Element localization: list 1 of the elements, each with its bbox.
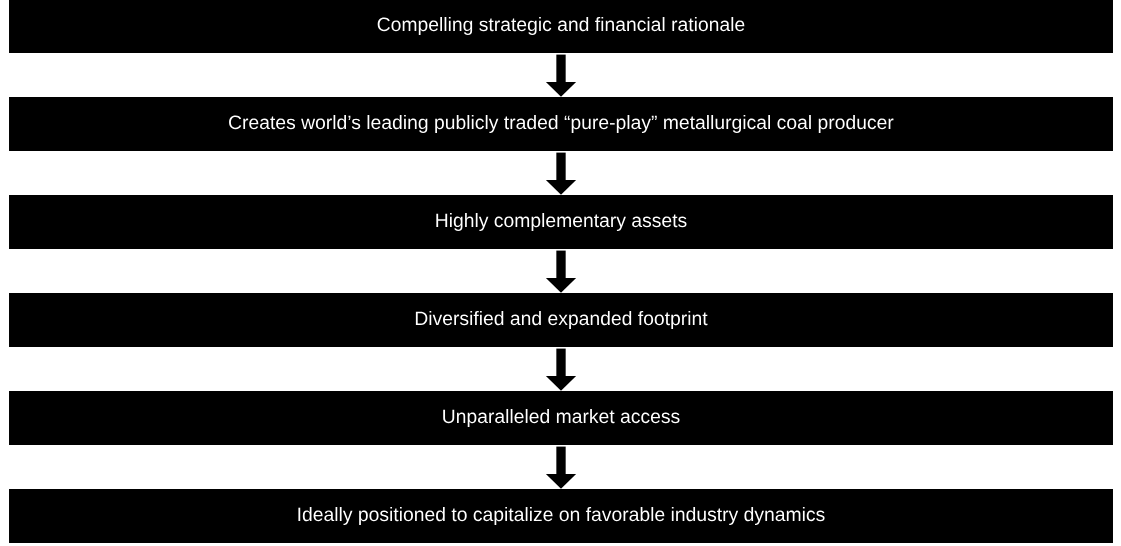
statement-bar: Compelling strategic and financial rationale (9, 0, 1113, 53)
